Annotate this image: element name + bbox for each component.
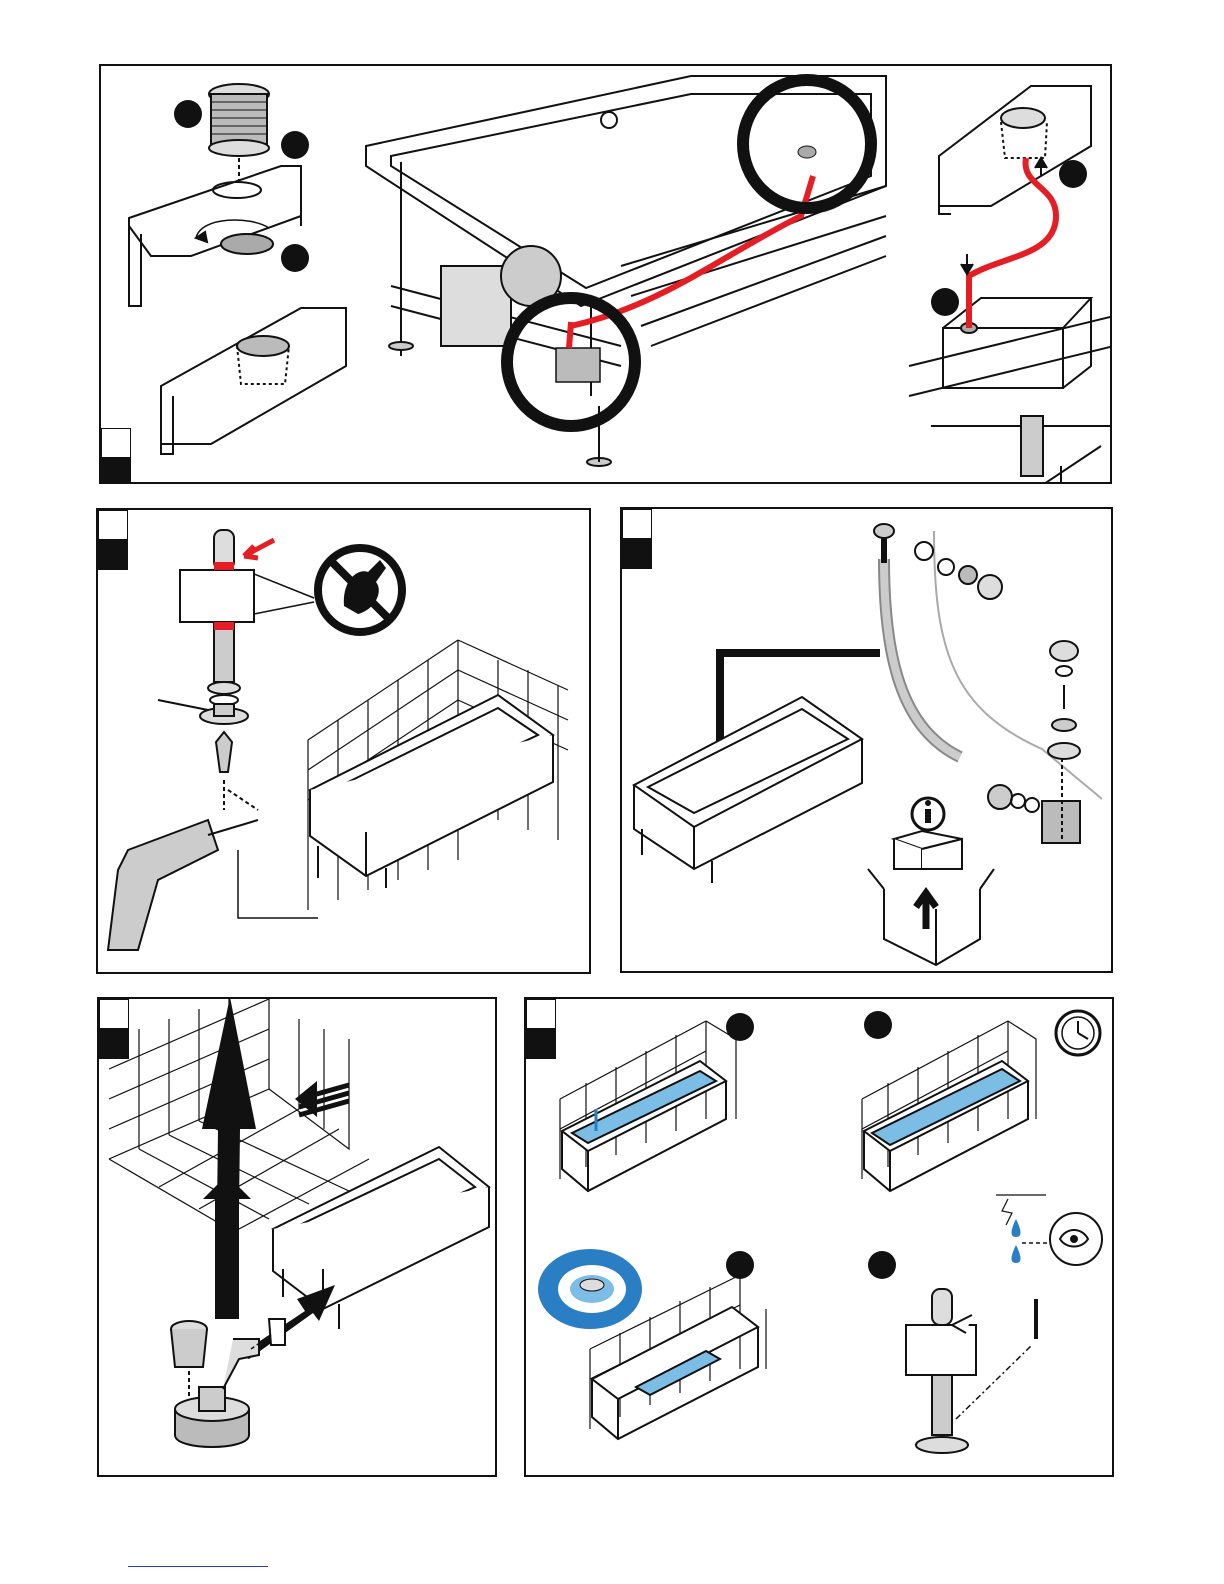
step-marker-black [526, 1029, 556, 1059]
info-icon [912, 798, 944, 830]
step-marker-white [622, 509, 652, 539]
step-marker-white [526, 999, 556, 1029]
panel-drain-connection-art [99, 999, 497, 1477]
panel-pump-button-art [101, 66, 1112, 484]
step-marker-white [101, 428, 131, 458]
step-marker-white [99, 999, 129, 1029]
step-marker-white [98, 510, 128, 540]
panel-feet-anchoring-art [98, 510, 591, 974]
panel-water-test [524, 997, 1114, 1477]
clock-icon [1056, 1011, 1100, 1055]
step-marker-black [622, 539, 652, 569]
panel-pump-button [99, 64, 1112, 484]
panel-feet-anchoring [96, 508, 591, 974]
step-marker-black [101, 458, 131, 484]
panel-drain-kit-art [622, 509, 1113, 973]
eye-icon [1050, 1213, 1102, 1265]
panel-drain-connection [97, 997, 497, 1477]
footer-link-underline[interactable] [128, 1566, 268, 1567]
panel-drain-kit [620, 507, 1113, 973]
water-drop-icon [1012, 1219, 1021, 1263]
no-touch-icon [318, 548, 402, 632]
panel-water-test-art [526, 999, 1114, 1477]
step-marker-black [98, 540, 128, 570]
step-marker-black [99, 1029, 129, 1059]
